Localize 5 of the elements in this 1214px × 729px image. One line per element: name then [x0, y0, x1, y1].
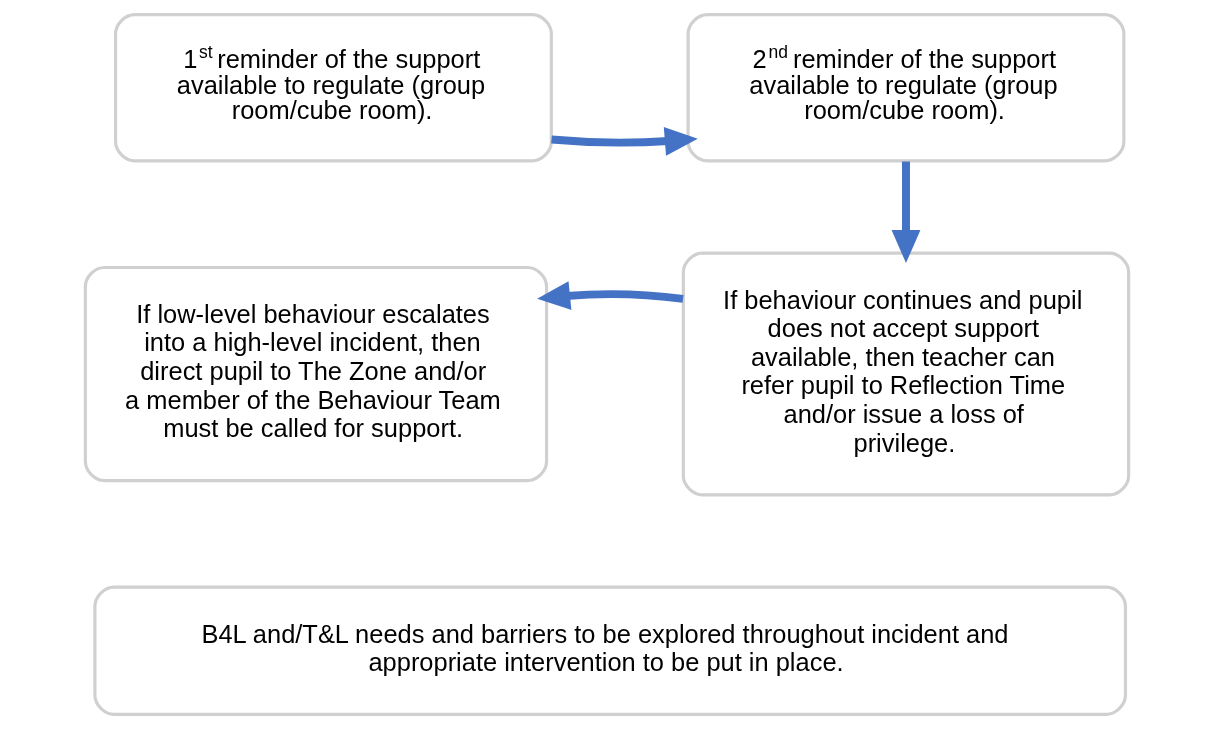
node-box: If behaviour continues and pupil does not accept support available, then teacher can refer pupil to Reflection Time and/or issue a loss of privilege.	[681, 251, 1131, 497]
node-box: B4L and/T&L needs and barriers to be explored throughout incident and appropriate intervention to be put in place.	[93, 585, 1128, 716]
node-box: 1$^{st}$ reminder of the support available to regulate (group room/cube room).	[114, 13, 553, 163]
node-box: If low-level behaviour escalates into a high-level incident, then direct pupil to The Zone and/or a member of the Behaviour Team must be called for support.	[83, 265, 549, 483]
node-box: 2$^{nd}$ reminder of the support available to regulate (group room/cube room).	[686, 13, 1126, 163]
